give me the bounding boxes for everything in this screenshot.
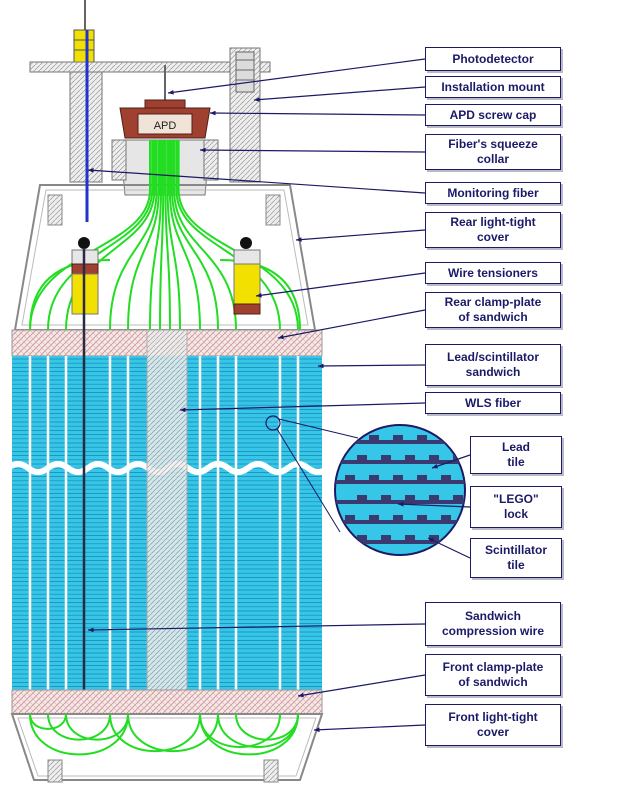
- photodetector-leader: [167, 58, 426, 94]
- front-light-tight-cover-leader: [313, 724, 426, 731]
- wls-fiber-leader: [179, 402, 426, 411]
- apd-text: APD: [154, 120, 177, 132]
- rear-light-tight-cover-arrowhead: [296, 237, 302, 242]
- photodetector-label: Photodetector: [425, 47, 561, 71]
- lead-tile-leader: [431, 454, 471, 469]
- lego-lock-leader: [397, 503, 471, 508]
- scintillator-tile-arrowhead: [428, 538, 434, 543]
- rear-light-tight-cover-label: Rear light-tight cover: [425, 212, 561, 248]
- fiber-loops: [29, 713, 299, 756]
- wire-tensioners-arrowhead: [256, 292, 262, 298]
- installation-mount-label: Installation mount: [425, 76, 561, 98]
- monitoring-fiber-label: Monitoring fiber: [425, 182, 561, 204]
- lego-lock-label: "LEGO" lock: [470, 486, 562, 528]
- apd-screw-cap-label: APD screw cap: [425, 104, 561, 126]
- rear-light-tight-cover: [13, 184, 317, 331]
- fiber-squeeze-collar-label: Fiber's squeeze collar: [425, 134, 561, 170]
- fiber-squeeze-collar-arrowhead: [200, 147, 206, 153]
- monitoring-fiber-connector: [73, 0, 95, 66]
- wls-fiber-bundle: [29, 140, 301, 331]
- wls-fiber-column: [146, 329, 188, 701]
- lego-lock-arrowhead: [398, 501, 404, 507]
- wire-tensioners-leader: [255, 272, 426, 297]
- front-clamp-plate-label: Front clamp-plate of sandwich: [425, 654, 561, 696]
- apd-screw-cap-arrowhead: [210, 110, 216, 116]
- sandwich-compression-wire-label: Sandwich compression wire: [425, 602, 561, 646]
- lead-tile-label: Lead tile: [470, 436, 562, 474]
- apd-screw-cap-leader: [209, 112, 426, 116]
- front-clamp-plate-arrowhead: [298, 692, 304, 698]
- wire-tensioners-label: Wire tensioners: [425, 262, 561, 284]
- scintillator-tile-label: Scintillator tile: [470, 538, 562, 578]
- rear-light-tight-cover-leader: [295, 229, 426, 241]
- photodetector-arrowhead: [168, 89, 174, 95]
- installation-mount-arrowhead: [254, 97, 260, 102]
- monitoring-fiber-leader: [87, 169, 426, 194]
- front-clamp-plate: [11, 689, 323, 715]
- wls-fiber-label: WLS fiber: [425, 392, 561, 414]
- rear-clamp-plate-label: Rear clamp-plate of sandwich: [425, 292, 561, 328]
- front-clamp-plate-leader: [297, 674, 426, 697]
- lead-tile-arrowhead: [432, 464, 438, 469]
- installation-mount-leader: [253, 86, 426, 101]
- rear-clamp-plate-leader: [277, 309, 426, 339]
- lead-scintillator-sandwich-label: Lead/scintillator sandwich: [425, 344, 561, 386]
- lead-scintillator-sandwich-leader: [317, 364, 426, 367]
- lead-scintillator-sandwich-arrowhead: [318, 363, 324, 369]
- monitoring-fiber-arrowhead: [88, 168, 94, 173]
- front-light-tight-cover-label: Front light-tight cover: [425, 704, 561, 746]
- sandwich-compression-wire-leader: [87, 623, 426, 631]
- front-light-tight-cover-arrowhead: [314, 727, 320, 733]
- sandwich-compression-wire-arrowhead: [88, 627, 94, 633]
- scintillator-tile-leader: [427, 537, 471, 559]
- installation-mount: [29, 47, 271, 183]
- fiber-squeeze-collar-leader: [199, 149, 426, 153]
- wls-fiber-arrowhead: [180, 407, 186, 413]
- rear-clamp-plate-arrowhead: [278, 334, 284, 340]
